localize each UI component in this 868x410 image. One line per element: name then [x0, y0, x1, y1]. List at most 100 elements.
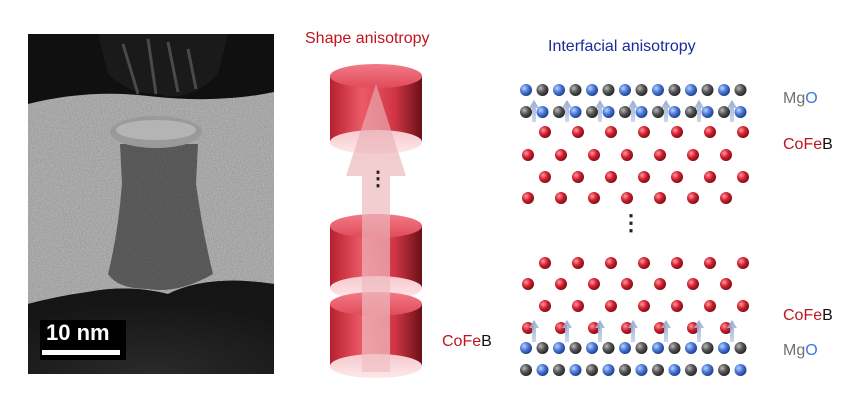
spin-arrow: [529, 100, 539, 122]
spin-arrow: [595, 100, 605, 122]
mg-atom: [520, 342, 532, 354]
fe-atom: [605, 126, 617, 138]
cofeb-label-top: CoFeB: [783, 136, 833, 153]
mg-atom: [536, 106, 549, 118]
o-atom: [602, 84, 615, 96]
o-atom: [536, 342, 549, 354]
shape-anisotropy-title: Shape anisotropy: [305, 30, 430, 47]
o-atom: [685, 106, 697, 118]
fe-atom: [522, 278, 534, 290]
fe-atom: [737, 257, 749, 269]
fe-atom: [720, 192, 732, 204]
fe-atom: [737, 126, 749, 138]
magnetization-arrow: [346, 84, 406, 372]
o-atom: [668, 84, 681, 96]
fe-atom: [588, 149, 600, 161]
fe-atom: [687, 149, 699, 161]
fe-atom: [605, 257, 617, 269]
fe-atom: [522, 192, 534, 204]
o-atom: [635, 84, 648, 96]
spin-arrow: [694, 320, 704, 342]
fe-atom: [588, 192, 600, 204]
mg-atom: [619, 342, 631, 354]
o-atom: [734, 342, 747, 354]
fe-atom: [621, 149, 633, 161]
fe-atom: [555, 149, 567, 161]
fe-atom: [539, 257, 551, 269]
spin-arrow: [661, 100, 671, 122]
mg-atom: [701, 106, 714, 118]
fe-atom: [671, 126, 683, 138]
mg-atom: [718, 84, 730, 96]
fe-atom: [555, 192, 567, 204]
mg-atom: [718, 342, 730, 354]
mg-atom: [602, 106, 615, 118]
spin-arrow: [727, 100, 737, 122]
fe-atom: [539, 300, 551, 312]
mg-atom: [569, 106, 582, 118]
fe-atom: [572, 300, 584, 312]
spin-arrow: [628, 320, 638, 342]
o-atom: [553, 106, 565, 118]
mg-atom: [701, 364, 714, 376]
fe-atom: [539, 126, 551, 138]
fe-atom: [654, 149, 666, 161]
fe-atom: [704, 126, 716, 138]
mg-atom: [635, 106, 648, 118]
fe-atom: [605, 171, 617, 183]
mg-atom: [536, 364, 549, 376]
fe-atom: [720, 278, 732, 290]
fe-atom: [572, 126, 584, 138]
fe-atom: [687, 192, 699, 204]
mg-atom: [553, 342, 565, 354]
fe-atom: [522, 149, 534, 161]
o-atom: [619, 106, 631, 118]
mg-atom: [619, 84, 631, 96]
fe-atom: [539, 171, 551, 183]
scale-bar-label: 10 nm: [46, 320, 110, 345]
mg-atom: [685, 84, 697, 96]
o-atom: [652, 364, 664, 376]
fe-atom: [638, 126, 650, 138]
mg-atom: [569, 364, 582, 376]
fe-atom: [588, 278, 600, 290]
o-atom: [520, 364, 532, 376]
o-atom: [652, 106, 664, 118]
mg-atom: [685, 342, 697, 354]
interfacial-anisotropy-title: Interfacial anisotropy: [548, 38, 696, 55]
mg-atom: [668, 106, 681, 118]
o-atom: [718, 106, 730, 118]
o-atom: [685, 364, 697, 376]
o-atom: [569, 84, 582, 96]
fe-atom: [720, 149, 732, 161]
mg-atom: [652, 84, 664, 96]
spin-arrow: [529, 320, 539, 342]
fe-atom: [572, 171, 584, 183]
fe-atom: [621, 278, 633, 290]
fe-atom: [654, 192, 666, 204]
o-atom: [701, 84, 714, 96]
o-atom: [701, 342, 714, 354]
fe-atom: [687, 278, 699, 290]
tem-image: 10 nm: [28, 34, 274, 374]
mg-atom: [586, 84, 598, 96]
o-atom: [718, 364, 730, 376]
fe-atom: [671, 257, 683, 269]
atomic-lattice: ⋮: [510, 70, 750, 390]
fe-atom: [704, 257, 716, 269]
mg-atom: [668, 364, 681, 376]
o-atom: [536, 84, 549, 96]
mg-atom: [635, 364, 648, 376]
fe-atom: [638, 300, 650, 312]
spin-arrow: [562, 100, 572, 122]
o-atom: [586, 106, 598, 118]
spin-arrow: [562, 320, 572, 342]
fe-atom: [605, 300, 617, 312]
fe-atom: [704, 300, 716, 312]
spin-arrow: [727, 320, 737, 342]
o-atom: [619, 364, 631, 376]
spin-arrow: [661, 320, 671, 342]
mg-atom: [520, 84, 532, 96]
o-atom: [734, 84, 747, 96]
mgo-label-bottom: MgO: [783, 342, 818, 359]
